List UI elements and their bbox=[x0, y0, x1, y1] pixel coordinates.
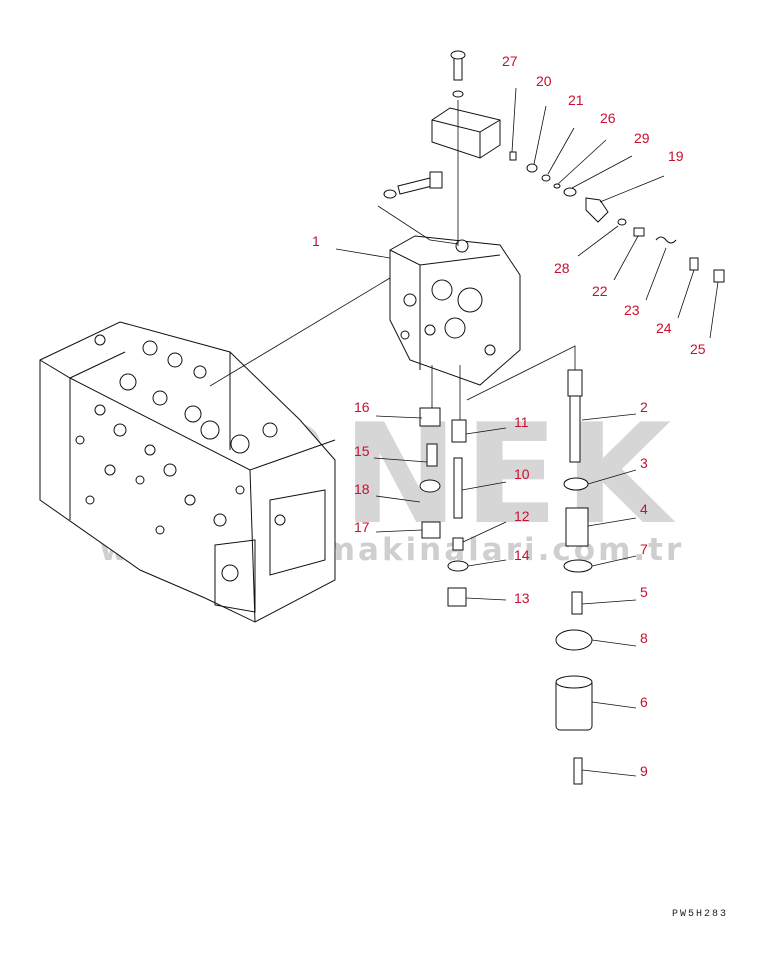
callout-6: 6 bbox=[640, 694, 648, 710]
callout-18: 18 bbox=[354, 481, 370, 497]
callout-11: 11 bbox=[514, 414, 529, 430]
callout-28: 28 bbox=[554, 260, 570, 276]
callout-13: 13 bbox=[514, 590, 530, 606]
callout-29: 29 bbox=[634, 130, 650, 146]
callout-3: 3 bbox=[640, 455, 648, 471]
callout-1: 1 bbox=[312, 233, 320, 249]
callout-25: 25 bbox=[690, 341, 706, 357]
section-valve-body bbox=[389, 235, 521, 386]
callout-22: 22 bbox=[592, 283, 608, 299]
callout-16: 16 bbox=[354, 399, 370, 415]
callout-5: 5 bbox=[640, 584, 648, 600]
callout-15: 15 bbox=[354, 443, 370, 459]
cover-block bbox=[431, 50, 501, 246]
callout-26: 26 bbox=[600, 110, 616, 126]
callout-7: 7 bbox=[640, 541, 648, 557]
leader-lines bbox=[209, 87, 719, 777]
main-spool-assembly bbox=[466, 345, 593, 785]
callout-9: 9 bbox=[640, 763, 648, 779]
callout-24: 24 bbox=[656, 320, 672, 336]
callout-21: 21 bbox=[568, 92, 584, 108]
callout-23: 23 bbox=[624, 302, 640, 318]
callout-8: 8 bbox=[640, 630, 648, 646]
callout-27: 27 bbox=[502, 53, 518, 69]
callout-17: 17 bbox=[354, 519, 370, 535]
callout-19: 19 bbox=[668, 148, 684, 164]
callout-10: 10 bbox=[514, 466, 530, 482]
reference-code: PW5H283 bbox=[672, 909, 728, 920]
callout-12: 12 bbox=[514, 508, 530, 524]
callout-4: 4 bbox=[640, 501, 648, 517]
relief-valve-parts bbox=[509, 151, 725, 283]
callout-labels: 1 2 3 4 5 6 7 8 9 10 11 12 13 14 15 16 1… bbox=[312, 53, 706, 779]
callout-2: 2 bbox=[640, 399, 648, 415]
side-bolt bbox=[377, 171, 459, 245]
callout-14: 14 bbox=[514, 547, 530, 563]
callout-20: 20 bbox=[536, 73, 552, 89]
main-valve-body bbox=[39, 321, 336, 623]
